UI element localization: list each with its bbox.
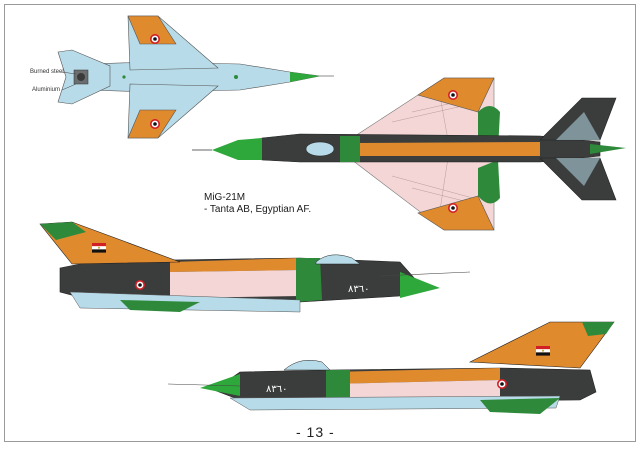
caption-subtitle: - Tanta AB, Egyptian AF. (204, 204, 312, 215)
plan-view (192, 77, 626, 231)
legend-burned-steel: Burned steel (30, 69, 64, 75)
roundel-icon (448, 90, 458, 100)
roundel-icon (150, 34, 160, 44)
left-profile: ٨٣٦٠ (39, 221, 471, 313)
serial-right: ٨٣٦٠ (266, 384, 287, 395)
roundel-icon (135, 280, 145, 290)
fin-flag-icon (92, 243, 106, 253)
page-number: - 13 - (296, 424, 335, 440)
caption-title: MiG-21M (204, 192, 246, 203)
page-border (4, 4, 636, 442)
fin-flag-icon (536, 346, 550, 356)
legend-aluminium: Aluminium (32, 87, 61, 93)
serial-left: ٨٣٦٠ (348, 284, 369, 295)
roundel-icon (497, 379, 507, 389)
roundel-icon (150, 119, 160, 129)
roundel-icon (448, 203, 458, 213)
underside-view (57, 15, 334, 139)
right-profile: ٨٣٦٠ (167, 321, 615, 414)
